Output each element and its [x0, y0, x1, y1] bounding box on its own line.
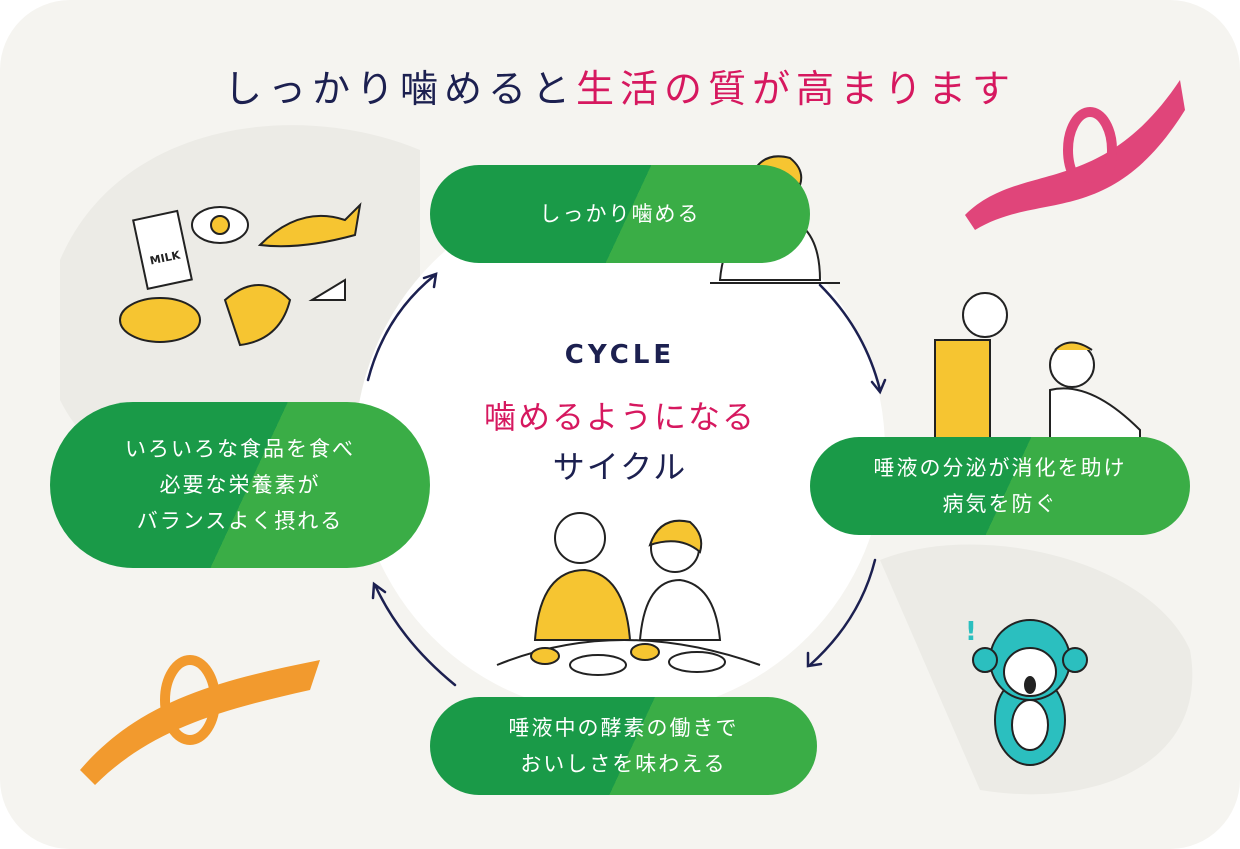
- milk-carton-icon: [132, 209, 193, 290]
- arrow-bottom-left: [373, 583, 457, 687]
- orange-ribbon-loop: [160, 655, 220, 745]
- cycle-heading: 噛めるようになる: [483, 398, 756, 436]
- cycle-subheading: サイクル: [552, 448, 688, 486]
- man-eating-icon: [533, 568, 632, 641]
- step-balanced-nutrition: いろいろな食品を食べ 必要な栄養素が バランスよく摂れる: [50, 402, 430, 568]
- sick-man-icon: [1049, 387, 1141, 441]
- step-chew-well: しっかり噛める: [430, 165, 810, 263]
- pink-ribbon-loop: [1063, 107, 1117, 193]
- exclamation-icon: !: [965, 617, 977, 647]
- milk-label: MILK: [149, 248, 182, 267]
- cheese-icon: [119, 297, 201, 343]
- page-title: しっかり噛めると生活の質が高まります: [0, 58, 1240, 113]
- arrow-head: [422, 272, 438, 289]
- cycle-label: CYCLE: [564, 340, 676, 370]
- woman-eating-2-icon: [638, 578, 722, 641]
- arrow-top-right: [818, 283, 882, 392]
- vegetable-icon: [223, 284, 292, 347]
- pink-ribbon-icon: [965, 80, 1185, 230]
- arrow-left-top: [366, 273, 437, 382]
- sick-woman-icon: [934, 339, 991, 441]
- step-enjoy-taste: 唾液中の酵素の働きで おいしさを味わえる: [430, 697, 817, 795]
- cake-icon: [308, 278, 346, 301]
- orange-ribbon-icon: [80, 660, 320, 785]
- title-part-1: しっかり噛めると: [223, 67, 576, 111]
- arrow-head: [806, 651, 823, 668]
- fish-icon: [257, 202, 362, 248]
- title-part-2: 生活の質が高まります: [576, 67, 1017, 111]
- step-saliva-digestion: 唾液の分泌が消化を助け 病気を防ぐ: [810, 437, 1190, 535]
- arrow-right-bottom: [808, 558, 877, 667]
- arrow-head: [371, 581, 387, 600]
- arrow-head: [870, 378, 887, 395]
